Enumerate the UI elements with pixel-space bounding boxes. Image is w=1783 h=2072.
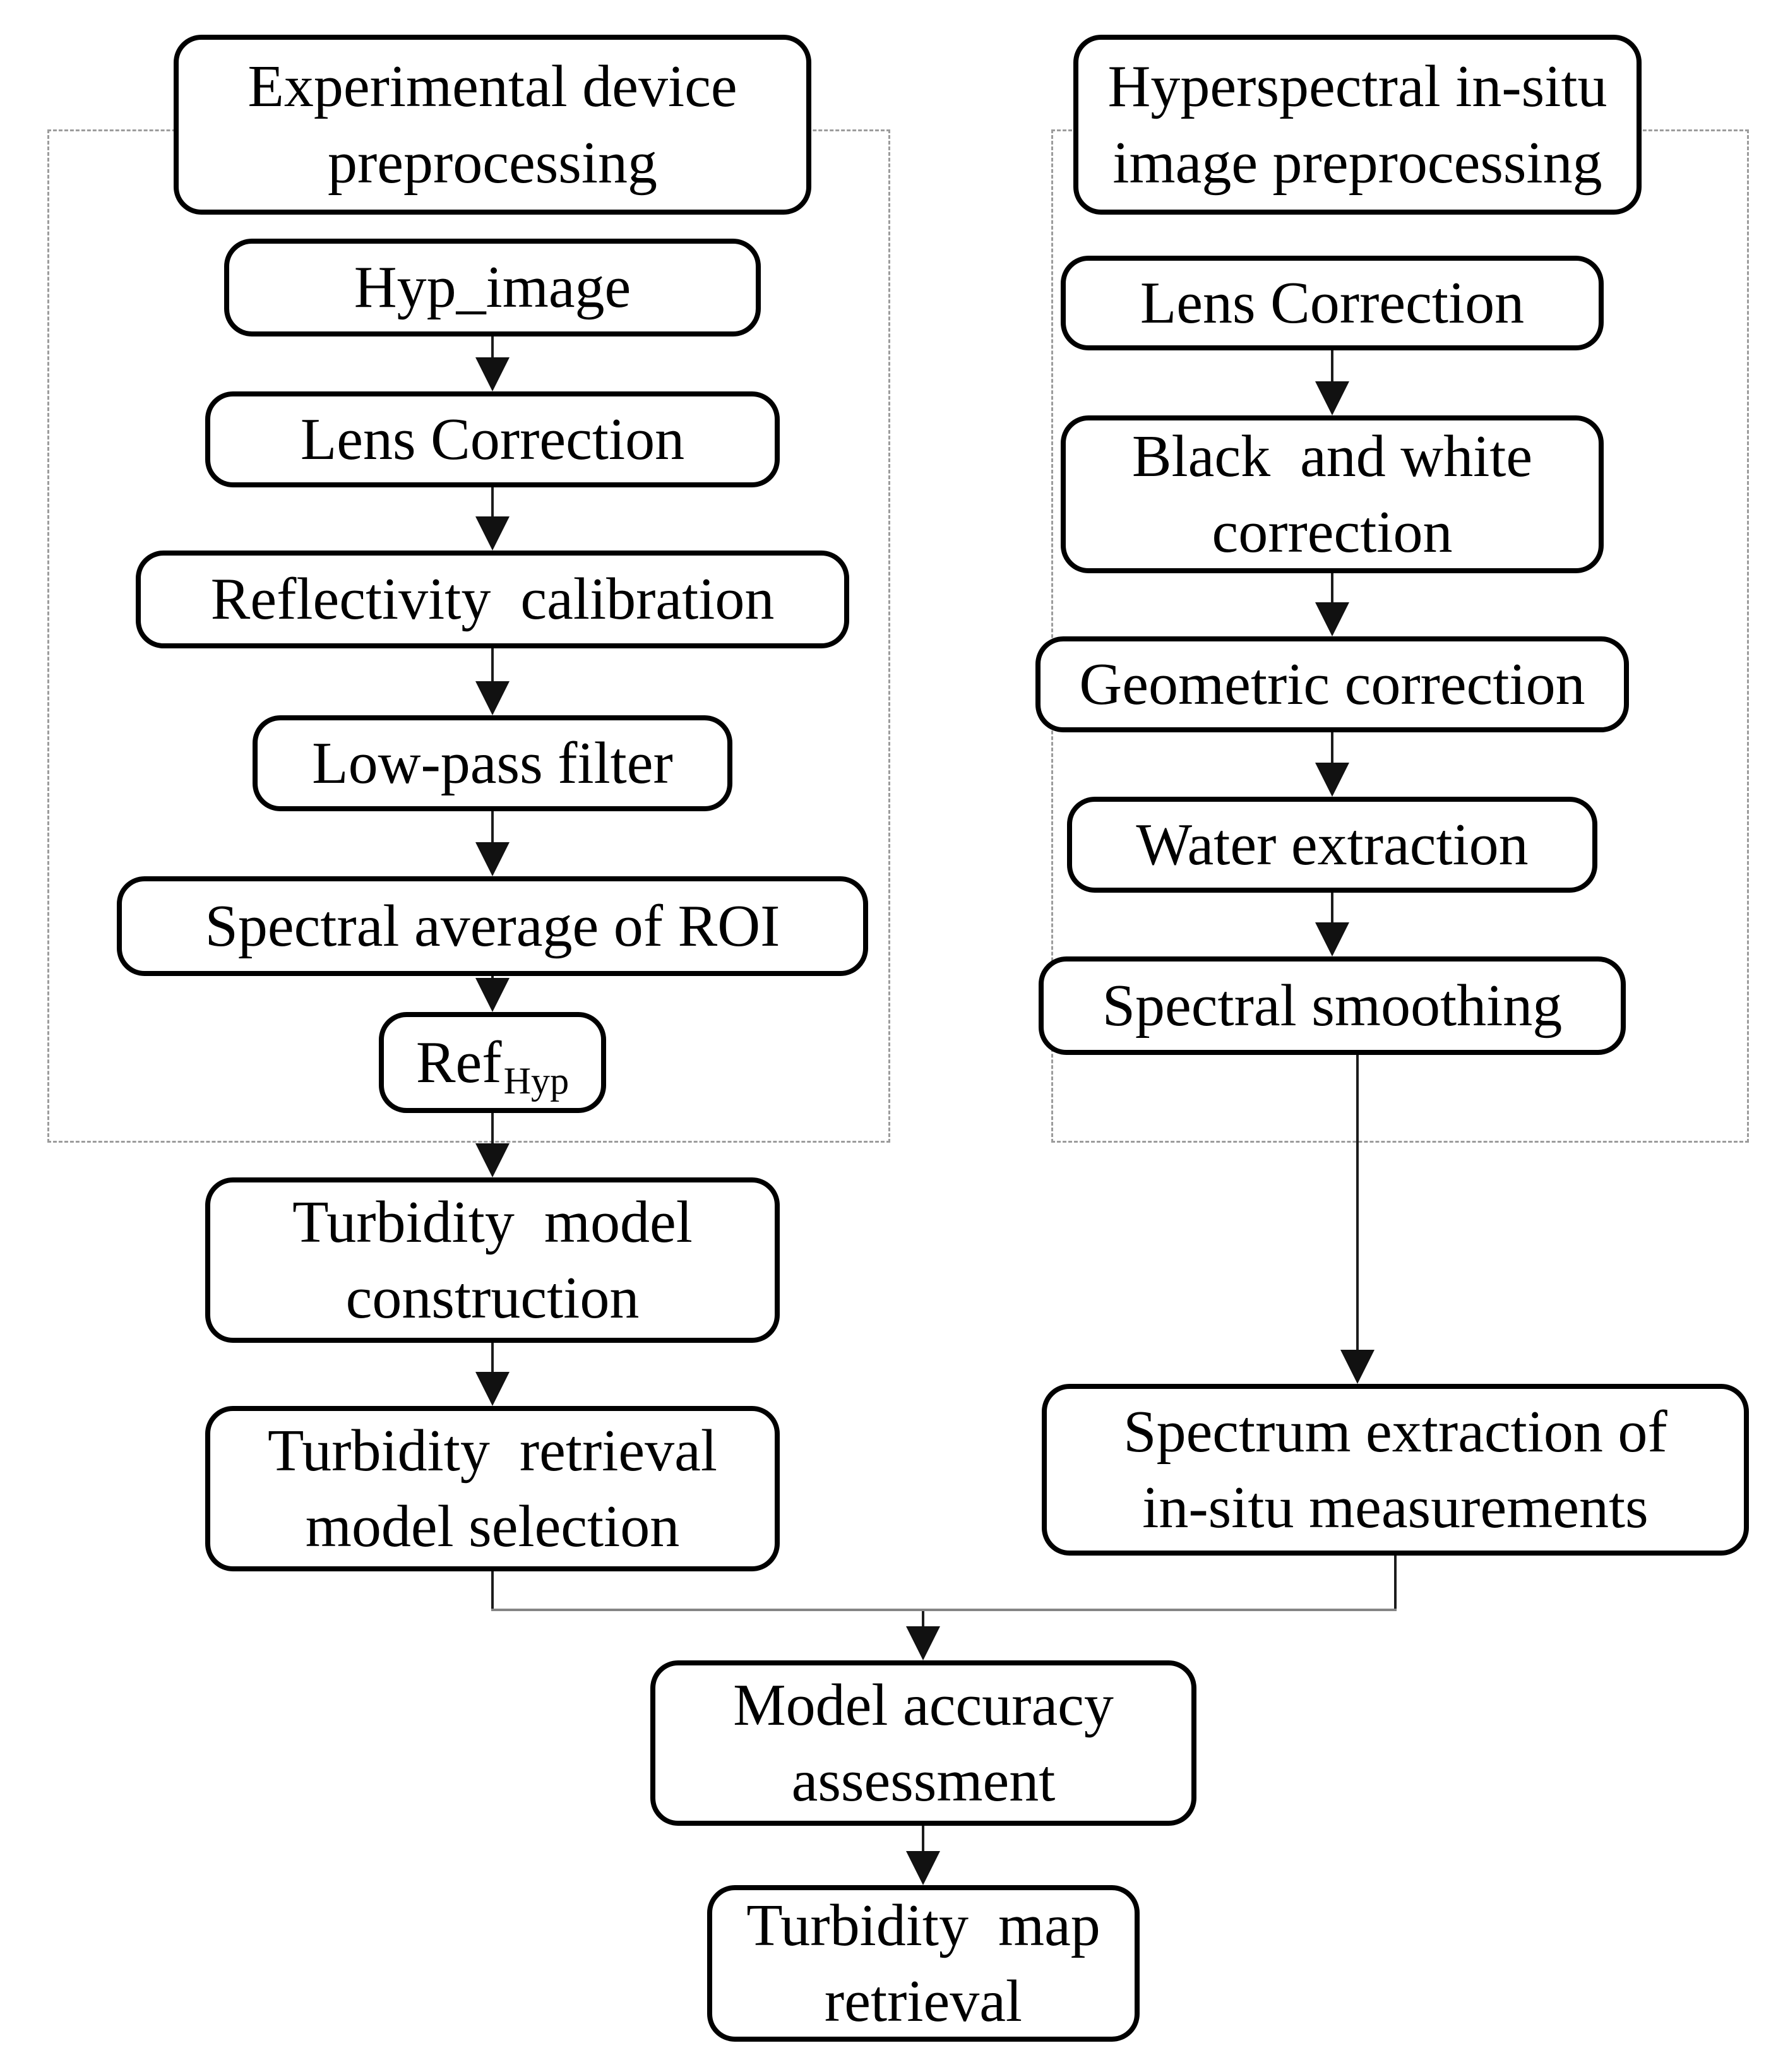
node-label: Experimental device preprocessing [247,54,737,196]
node-lens-correction-left: Lens Correction [205,391,780,487]
node-reflectivity-calibration: Reflectivity calibration [136,551,849,648]
ref-hyp-label: RefHyp [415,1025,569,1102]
ref-hyp-subscript: Hyp [503,1059,569,1102]
arrow-shaft-blackwhite-to-geometric [1331,573,1333,604]
node-turbidity-map-retrieval: Turbidity map retrieval [707,1885,1140,2042]
arrowhead-spectralavg-to-refhyp [475,978,510,1012]
arrowhead-construction-to-selection [475,1372,510,1406]
arrowhead-smoothing-to-spectrum [1340,1350,1375,1384]
node-label: Lens Correction [300,406,685,472]
node-low-pass-filter: Low-pass filter [253,715,732,811]
node-water-extraction: Water extraction [1067,797,1597,893]
node-label: Geometric correction [1079,651,1585,717]
arrow-shaft-reflectivity-to-lowpass [491,648,494,682]
arrow-shaft-lens-to-reflectivity [491,487,494,518]
arrow-shaft-merge-to-accuracy [922,1611,924,1628]
arrowhead-water-to-smoothing [1315,922,1349,956]
node-experimental-device-preprocessing: Experimental device preprocessing [174,35,811,215]
node-hyperspectral-insitu-preprocessing: Hyperspectral in-situ image preprocessin… [1073,35,1642,215]
node-label: Spectrum extraction of in-situ measureme… [1123,1398,1667,1540]
arrowhead-merge-to-accuracy [906,1626,940,1660]
node-label: Turbidity retrieval model selection [268,1417,717,1559]
arrowhead-hyp-to-lens [475,357,510,391]
merge-line [491,1609,1397,1611]
arrowhead-blackwhite-to-geometric [1315,602,1349,636]
arrowhead-reflectivity-to-lowpass [475,681,510,715]
node-label: Hyp_image [354,254,631,321]
arrow-shaft-lowpass-to-spectralavg [491,811,494,843]
node-label: Turbidity model construction [292,1189,693,1331]
node-label: Turbidity map retrieval [746,1892,1100,2034]
arrowhead-lensR-to-blackwhite [1315,381,1349,415]
arrowhead-geometric-to-water [1315,763,1349,797]
node-spectral-average-roi: Spectral average of ROI [117,876,868,976]
arrow-shaft-geometric-to-water [1331,732,1333,764]
node-ref-hyp: RefHyp [379,1012,606,1113]
node-black-white-correction: Black and white correction [1061,415,1604,573]
arrow-shaft-water-to-smoothing [1331,893,1333,924]
node-label: Low-pass filter [312,730,673,796]
ref-hyp-base: Ref [415,1029,502,1095]
arrowhead-accuracy-to-map [906,1851,940,1885]
node-turbidity-model-construction: Turbidity model construction [205,1177,780,1343]
node-label: Spectral smoothing [1102,972,1563,1039]
node-label: Lens Correction [1140,270,1525,336]
node-label: Water extraction [1136,811,1529,878]
arrowhead-refhyp-to-construction [475,1143,510,1177]
arrow-shaft-construction-to-selection [491,1343,494,1373]
node-label: Reflectivity calibration [210,566,775,633]
node-model-accuracy-assessment: Model accuracy assessment [650,1660,1196,1826]
arrow-shaft-accuracy-to-map [922,1826,924,1852]
arrow-shaft-lensR-to-blackwhite [1331,350,1333,383]
arrow-shaft-hyp-to-lens [491,336,494,360]
node-spectrum-extraction-insitu: Spectrum extraction of in-situ measureme… [1042,1384,1749,1556]
node-label: Black and white correction [1131,423,1533,565]
arrow-shaft-smoothing-to-spectrum [1356,1055,1359,1351]
arrowhead-lens-to-reflectivity [475,516,510,551]
node-hyp-image: Hyp_image [224,239,761,336]
node-label: Model accuracy assessment [733,1672,1114,1814]
node-label: Spectral average of ROI [205,893,780,959]
node-lens-correction-right: Lens Correction [1061,256,1604,350]
node-label: Hyperspectral in-situ image preprocessin… [1107,54,1607,196]
node-geometric-correction: Geometric correction [1035,636,1629,732]
arrow-shaft-refhyp-to-construction [491,1113,494,1145]
node-spectral-smoothing: Spectral smoothing [1039,956,1626,1055]
node-turbidity-retrieval-model-selection: Turbidity retrieval model selection [205,1406,780,1571]
merge-stub-right [1394,1556,1397,1611]
merge-stub-left [491,1571,494,1611]
arrowhead-lowpass-to-spectralavg [475,842,510,876]
